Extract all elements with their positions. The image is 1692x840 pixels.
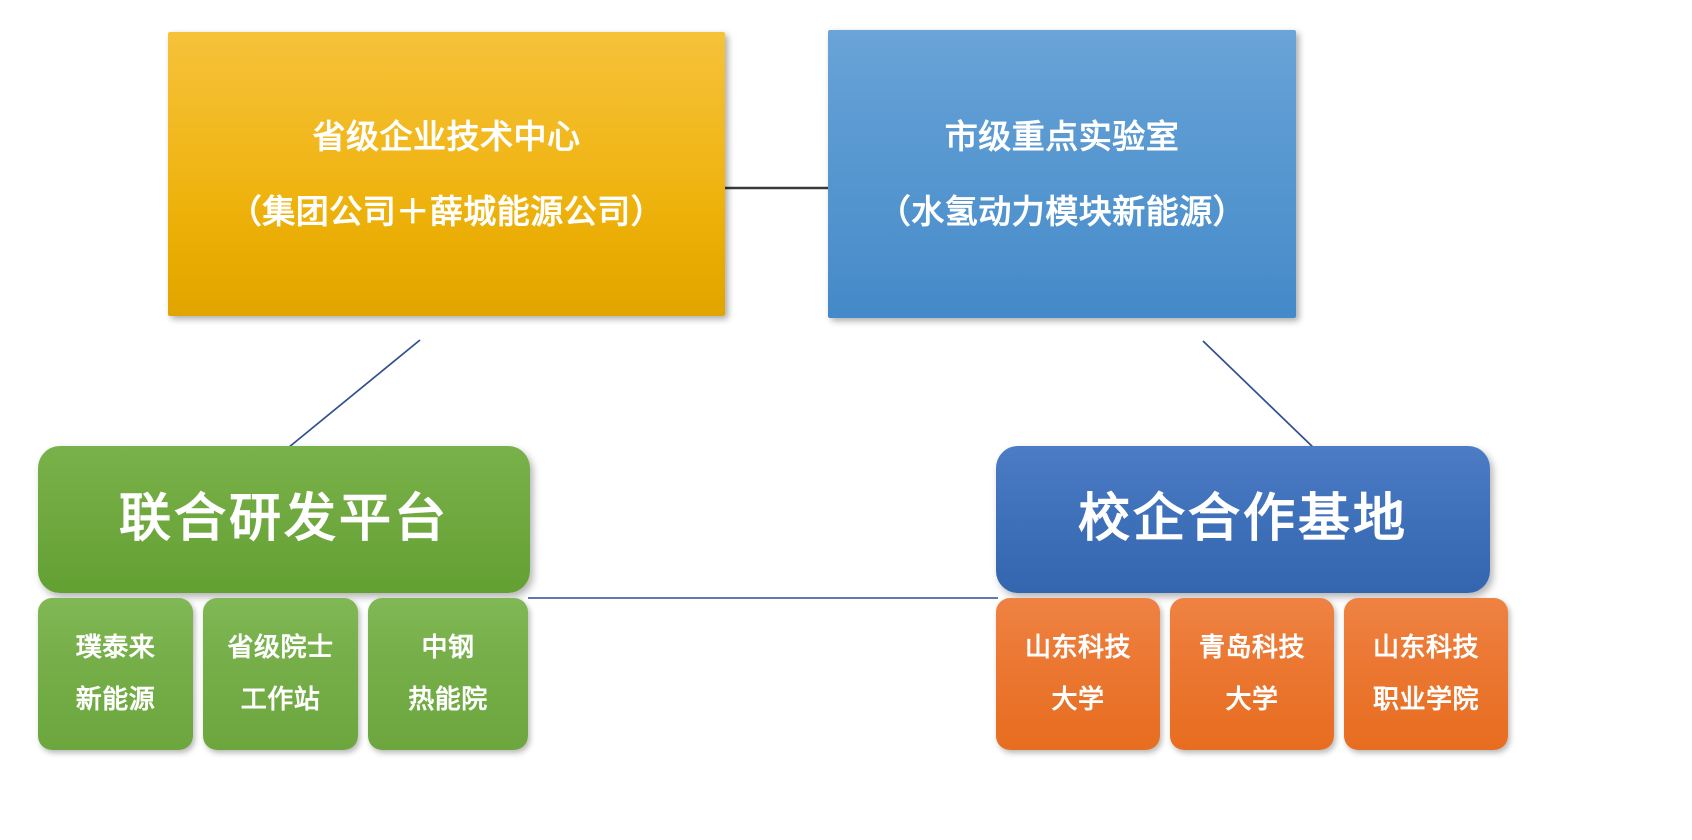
chip-rd-member-3-line1: 中钢 [421, 632, 475, 663]
chip-coop-member-2-line2: 大学 [1225, 684, 1279, 714]
chip-rd-member-1-line2: 新能源 [75, 684, 156, 714]
node-rd-platform-label: 联合研发平台 [118, 489, 449, 548]
connector-key-lab-to-coop-base [1202, 340, 1319, 453]
node-coop-base-label: 校企合作基地 [1077, 489, 1408, 548]
chip-rd-member-2-line1: 省级院士 [227, 632, 334, 663]
chip-coop-member-2[interactable]: 青岛科技 大学 [1170, 598, 1334, 750]
node-key-lab-line2: （水氢动力模块新能源） [877, 193, 1247, 230]
node-municipal-key-laboratory[interactable]: 市级重点实验室 （水氢动力模块新能源） [828, 30, 1296, 318]
node-tech-center-line1: 省级企业技术中心 [312, 117, 581, 155]
chip-coop-member-1[interactable]: 山东科技 大学 [996, 598, 1160, 750]
chip-rd-member-1-line1: 璞泰来 [75, 632, 156, 663]
chip-rd-member-3[interactable]: 中钢 热能院 [368, 598, 528, 750]
chip-coop-member-2-line1: 青岛科技 [1198, 632, 1305, 663]
node-joint-rd-platform[interactable]: 联合研发平台 [38, 446, 530, 593]
chip-coop-member-3-line2: 职业学院 [1372, 684, 1479, 714]
chip-coop-member-3[interactable]: 山东科技 职业学院 [1344, 598, 1508, 750]
chip-coop-member-1-line1: 山东科技 [1024, 632, 1131, 663]
node-provincial-enterprise-tech-center[interactable]: 省级企业技术中心 （集团公司＋薛城能源公司） [168, 32, 725, 316]
node-key-lab-line1: 市级重点实验室 [944, 117, 1180, 155]
node-tech-center-line2: （集团公司＋薛城能源公司） [228, 193, 665, 230]
connector-tech-center-to-rd-platform [282, 339, 421, 453]
chip-coop-member-3-line1: 山东科技 [1372, 632, 1479, 663]
chip-rd-member-2[interactable]: 省级院士 工作站 [203, 598, 358, 750]
chip-coop-member-1-line2: 大学 [1051, 684, 1105, 714]
chip-rd-member-1[interactable]: 璞泰来 新能源 [38, 598, 193, 750]
chip-rd-member-2-line2: 工作站 [240, 684, 321, 714]
node-school-enterprise-cooperation-base[interactable]: 校企合作基地 [996, 446, 1490, 593]
chip-rd-member-3-line2: 热能院 [408, 684, 488, 714]
